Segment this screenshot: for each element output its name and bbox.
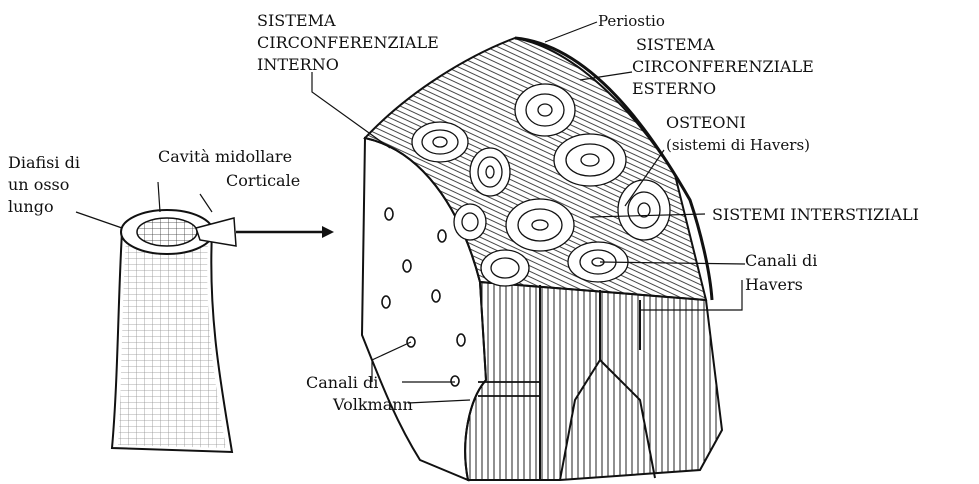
label-sci-1: SISTEMA bbox=[257, 11, 336, 30]
label-diafisi-2: un osso bbox=[8, 175, 69, 194]
label-havers-1: Canali di bbox=[745, 251, 817, 270]
label-cavita: Cavità midollare bbox=[158, 147, 292, 166]
label-sce-3: ESTERNO bbox=[632, 79, 716, 98]
label-havers-2: Havers bbox=[745, 275, 803, 294]
label-osteoni-2: (sistemi di Havers) bbox=[666, 136, 810, 154]
label-sci-3: INTERNO bbox=[257, 55, 339, 74]
label-diafisi-3: lungo bbox=[8, 197, 54, 216]
label-corticale: Corticale bbox=[226, 171, 300, 190]
label-volkmann-1: Canali di bbox=[306, 373, 378, 392]
label-sce-2: CIRCONFERENZIALE bbox=[632, 57, 814, 76]
long-bone-diaphysis bbox=[76, 182, 334, 452]
label-diafisi-1: Diafisi di bbox=[8, 153, 80, 172]
label-periostio: Periostio bbox=[598, 12, 665, 30]
label-osteoni-1: OSTEONI bbox=[666, 113, 746, 132]
label-volkmann-2: Volkmann bbox=[332, 395, 413, 414]
label-sci-2: CIRCONFERENZIALE bbox=[257, 33, 439, 52]
label-sce-1: SISTEMA bbox=[636, 35, 715, 54]
label-interstiziali: SISTEMI INTERSTIZIALI bbox=[712, 205, 919, 224]
